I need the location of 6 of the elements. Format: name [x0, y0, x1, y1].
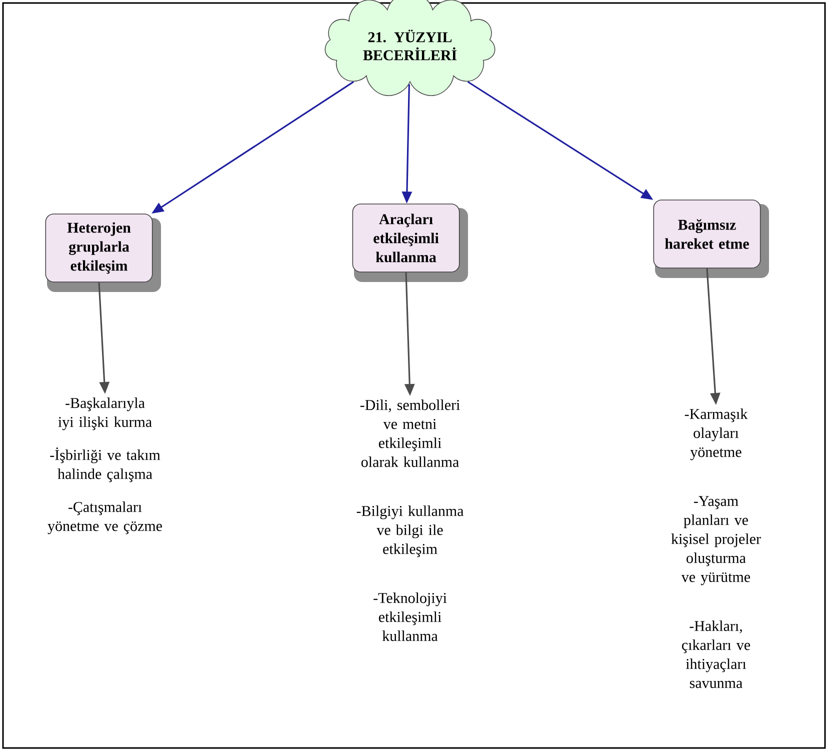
- text-list: -Karmaşık olayları yönetme -Yaşam planları ve kişisel projeler oluşturma ve yürütme -Hakları, çıkarları ve ihtiyaçları savunma: [671, 408, 761, 688]
- text-list: -Başkalarıyla iyi ilişki kurma -İşbirliği ve takım halinde çalışma -Çatışmaları yönetme ve çözme: [48, 398, 162, 534]
- text-list: -Dili, sembolleri ve metni etkileşimli olarak kullanma -Bilgiyi kullanma ve bilgi ile etkileşim -Teknolojiyi etkileşimli kullanma: [356, 400, 464, 642]
- rounded-box: Heterojen gruplarla etkileşim: [45, 214, 161, 292]
- rounded-box: Araçları etkileşimli kullanma: [352, 204, 468, 282]
- rounded-box: Bağımsız hareket etme: [653, 200, 769, 278]
